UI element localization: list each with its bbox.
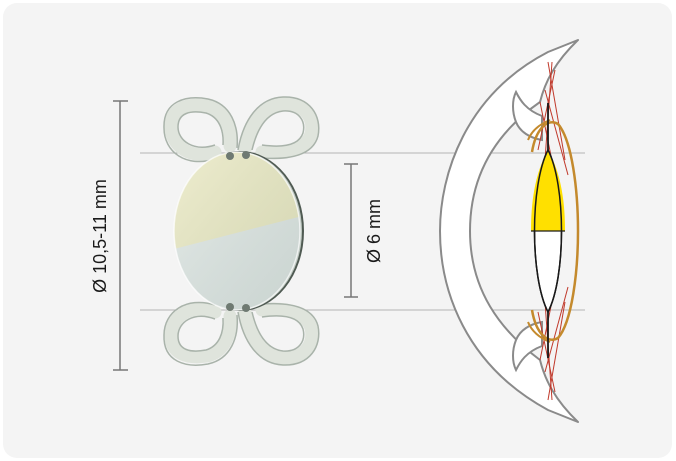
overall-diameter-label: Ø 10,5-11 mm <box>90 179 110 293</box>
cornea-outline <box>439 39 579 423</box>
optic-diameter-label: Ø 6 mm <box>364 199 384 263</box>
overall-diameter-dimension <box>113 100 128 371</box>
eye-cross-section <box>439 39 580 423</box>
haptic-bottom-left <box>164 302 237 364</box>
eye-lens-yellow-part <box>531 150 565 231</box>
capsule-ring <box>530 121 580 341</box>
haptic-top-right <box>238 97 319 160</box>
ciliary-body-bottom <box>512 320 543 373</box>
ciliary-body-top <box>512 89 543 142</box>
haptic-top-left <box>164 98 237 161</box>
haptic-loops <box>164 97 319 365</box>
haptic-bottom-right <box>238 302 319 365</box>
intraocular-lens <box>163 96 320 366</box>
optic-diameter-dimension <box>344 163 358 298</box>
